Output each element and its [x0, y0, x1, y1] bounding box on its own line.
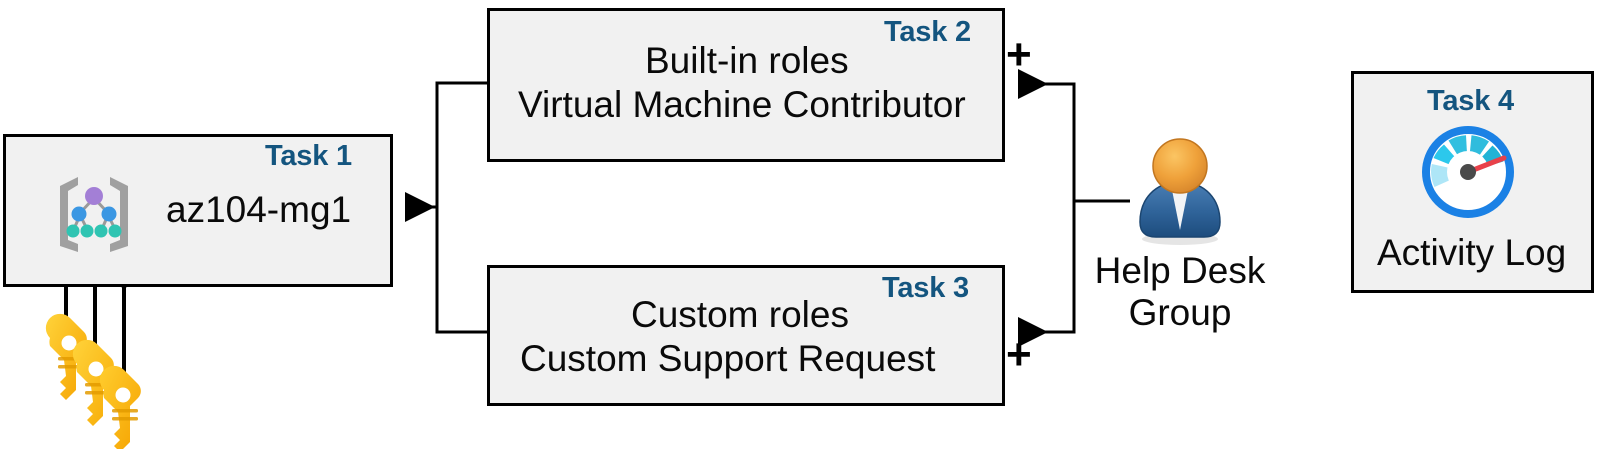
- task-1-label: Task 1: [265, 140, 352, 172]
- actor-caption-line-1: Help Desk: [1094, 250, 1266, 291]
- task-3-box[interactable]: [487, 265, 1005, 406]
- activity-log-gauge-icon: [1404, 126, 1532, 218]
- task-1-text: az104-mg1: [166, 189, 352, 230]
- keys-icon: [30, 312, 170, 449]
- task-4-label: Task 4: [1427, 85, 1514, 117]
- management-group-icon: [48, 172, 140, 256]
- bracket-to-task1: [405, 81, 487, 334]
- plus-sign-bottom: +: [1006, 330, 1032, 379]
- task-2-box[interactable]: [487, 8, 1005, 162]
- user-group-icon: [1130, 138, 1230, 248]
- task-3-label: Task 3: [882, 272, 969, 304]
- actor-caption-line-2: Group: [1128, 292, 1232, 333]
- task-2-line-1: Built-in roles: [645, 40, 849, 81]
- task-2-line-2: Virtual Machine Contributor: [518, 84, 966, 125]
- task-3-line-2: Custom Support Request: [520, 338, 936, 379]
- plus-sign-top: +: [1006, 30, 1032, 79]
- task-3-line-1: Custom roles: [631, 294, 849, 335]
- key-3: [99, 365, 141, 449]
- task-2-label: Task 2: [884, 16, 971, 48]
- task-4-text: Activity Log: [1377, 232, 1567, 273]
